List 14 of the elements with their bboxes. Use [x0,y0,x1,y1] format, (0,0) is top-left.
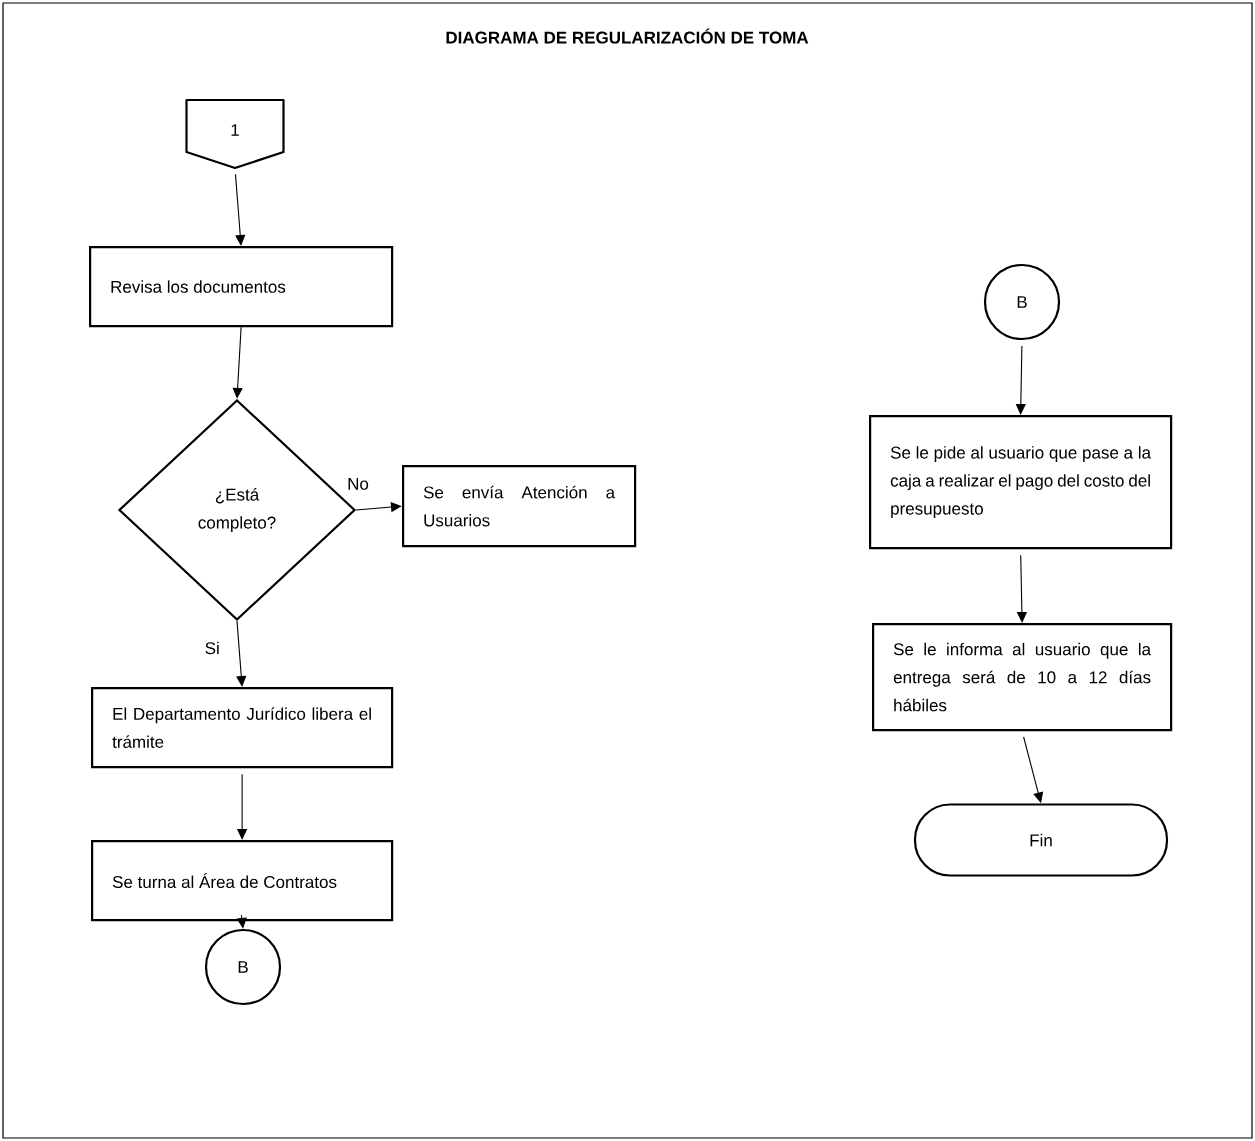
process-box: Se envía Atención a Usuarios [402,465,637,548]
arrow [234,173,246,246]
offpage-connector: 1 [185,98,285,170]
edge-label: Si [202,639,222,657]
process-box: Se turna al Área de Contratos [91,840,394,922]
process-box: Revisa los documentos [89,246,394,328]
process-box: El Departamento Jurídico libera el trámite [91,687,394,769]
arrow [232,326,243,399]
arrow [1015,345,1026,415]
process-box: Se le pide al usuario que pase a la caja a realizar el pago del costo del presupuesto [869,415,1173,550]
arrow [236,620,247,687]
title: DIAGRAMA DE REGULARIZACIÓN DE TOMA [446,28,809,44]
process-box: Se le informa al usuario que la entrega será de 10 a 12 días hábiles [872,623,1173,732]
terminator: Fin [913,803,1169,877]
